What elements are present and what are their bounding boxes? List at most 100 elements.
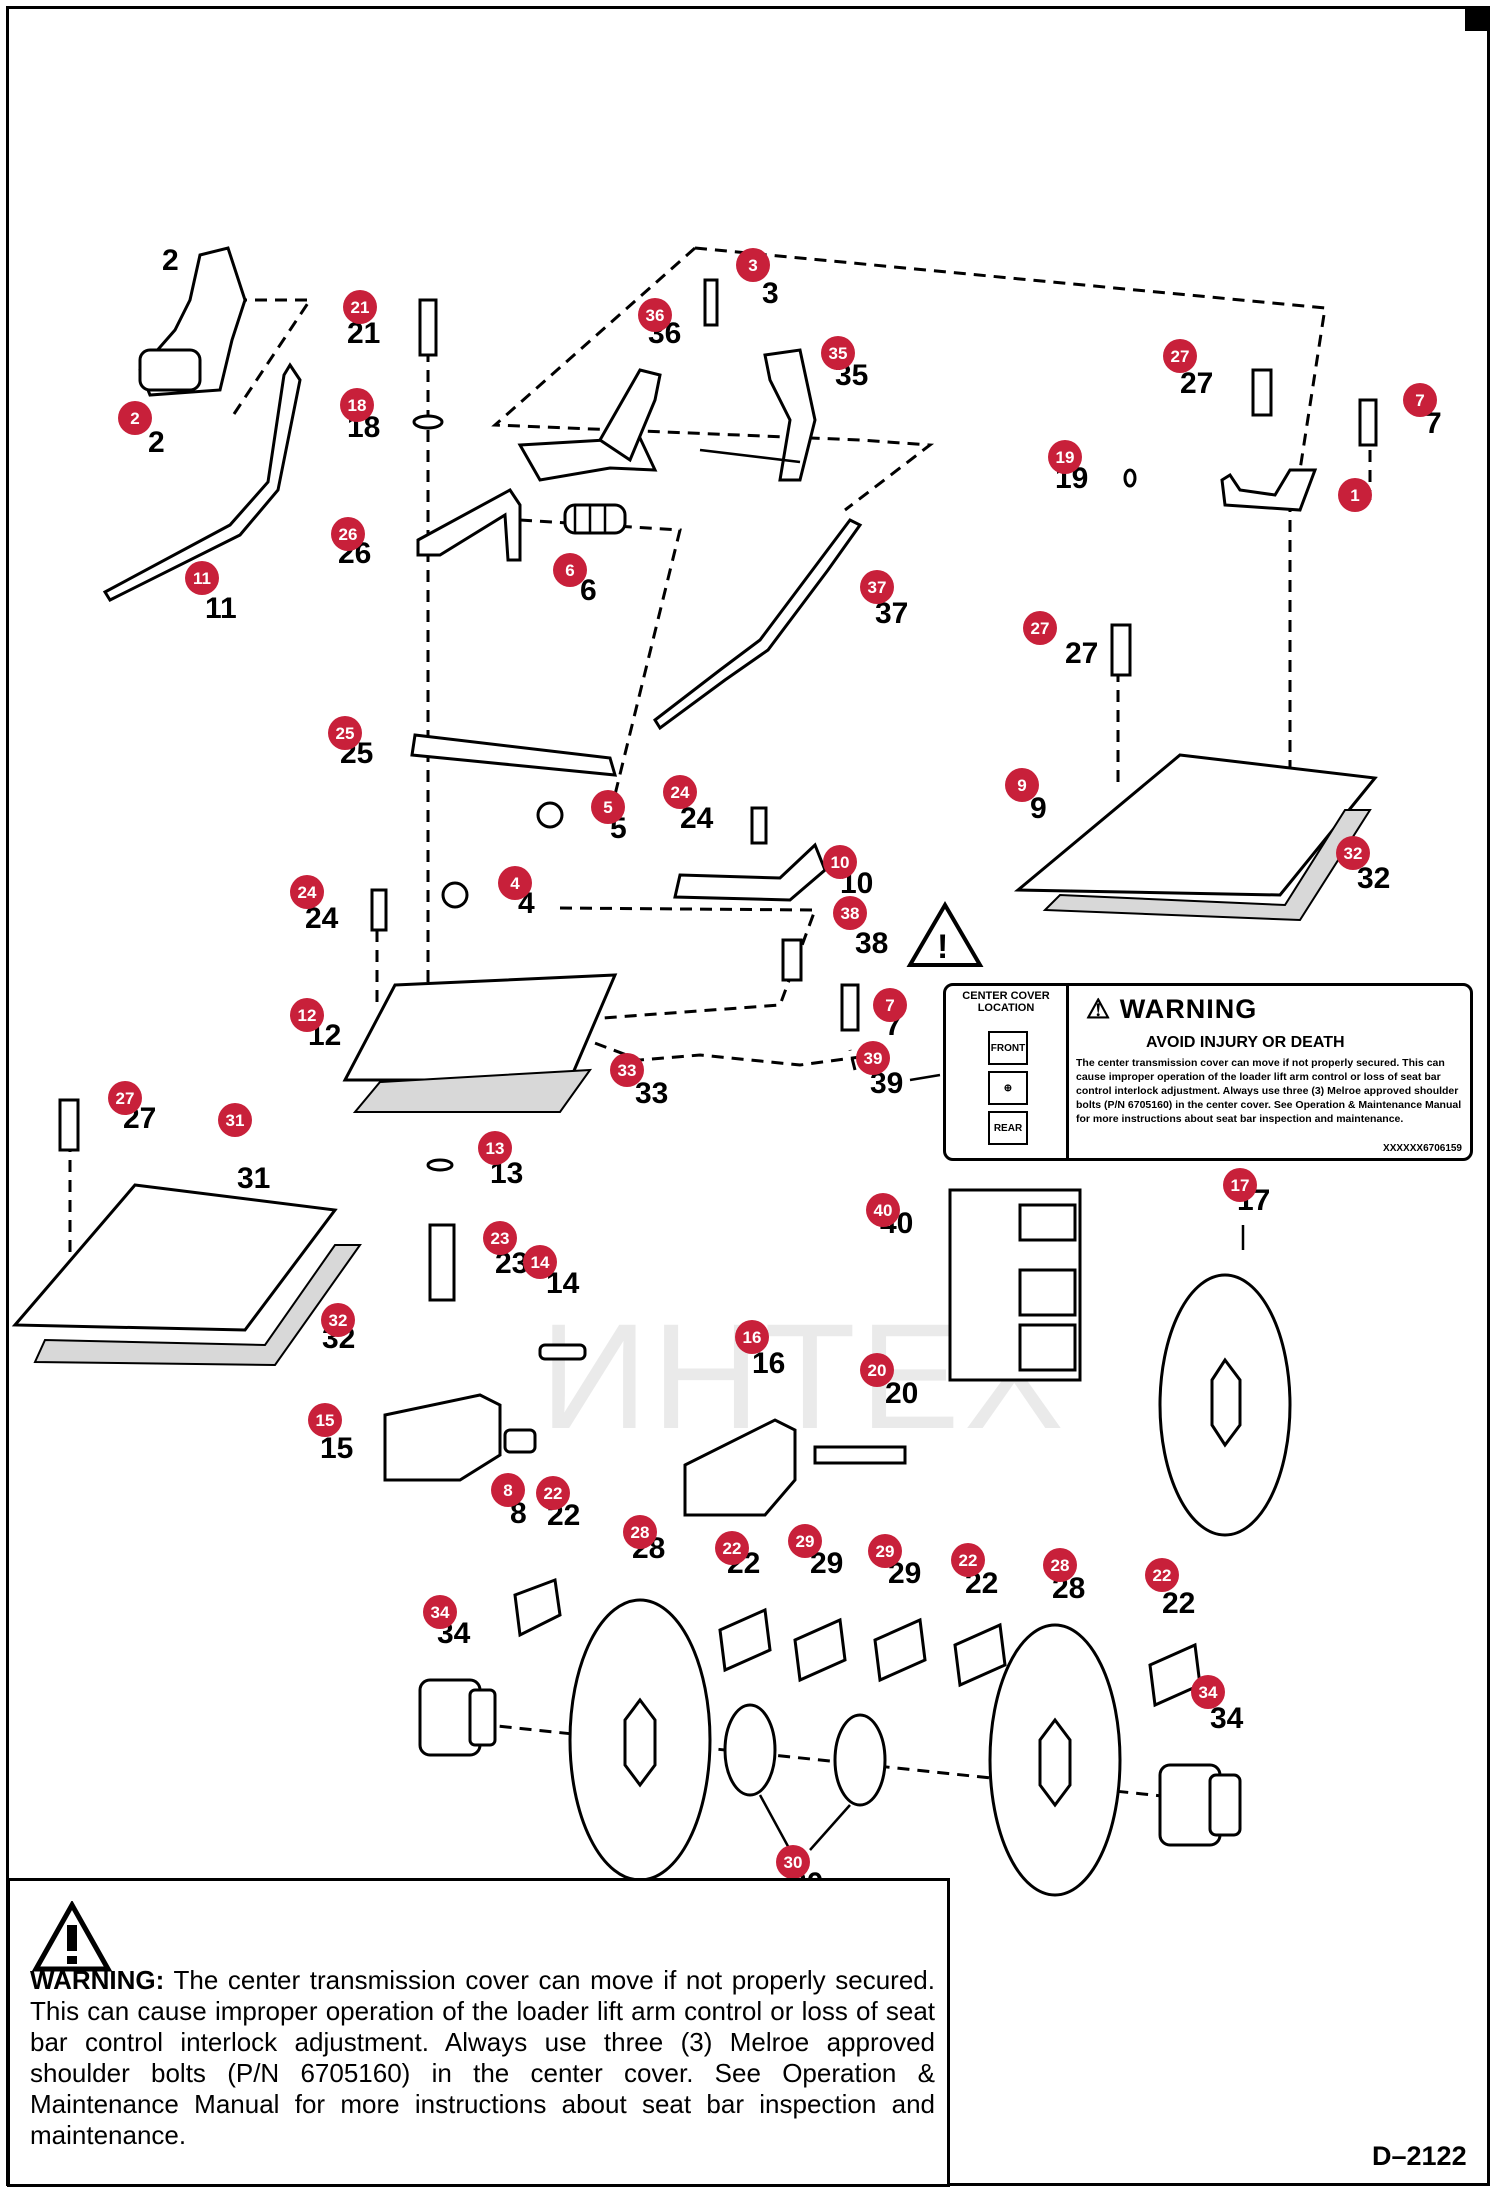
svg-text:38: 38 [841,904,860,923]
callout-6: 6 [553,553,587,587]
callout-14: 14 [523,1245,557,1279]
callout-5: 5 [591,790,625,824]
callout-20: 20 [860,1353,894,1387]
svg-text:31: 31 [226,1111,245,1130]
part-bushing-8 [503,1428,537,1454]
callout-16: 16 [735,1320,769,1354]
svg-text:11: 11 [193,569,211,588]
callout-27a: 27 [1163,339,1197,373]
part-spacer-22c [953,1622,1007,1688]
callout-15: 15 [308,1403,342,1437]
callout-34a: 34 [423,1595,457,1629]
svg-text:23: 23 [491,1229,510,1248]
part-spacer-29b [873,1617,927,1683]
corner-mark [1465,9,1487,31]
callout-21: 21 [343,290,377,324]
svg-text:19: 19 [1056,448,1075,467]
part-nut-5 [536,801,564,829]
part-washer-19 [1123,468,1137,488]
part-spacer-22b [718,1607,772,1673]
callout-32b: 32 [321,1303,355,1337]
leader-30b [809,1804,851,1851]
svg-text:28: 28 [1051,1556,1070,1575]
part-control-rod [102,362,302,602]
warning-label: WARNING: [30,1965,165,1995]
callout-8: 8 [491,1473,525,1507]
part-block-16 [683,1418,797,1517]
part-washer-13 [426,1158,454,1172]
part-bracket-10 [673,842,827,902]
callout-39: 39 [856,1041,890,1075]
part-bolt-27c [58,1098,80,1152]
leader-39 [909,1073,941,1082]
svg-text:40: 40 [874,1201,893,1220]
callout-33: 33 [610,1053,644,1087]
svg-text:32: 32 [329,1311,348,1330]
svg-text:14: 14 [531,1253,550,1272]
part-gasket-32b [33,1244,362,1367]
part-bolt-27b [1110,623,1132,677]
part-bearing-34a [418,1678,497,1757]
warning-triangle-icon [906,901,984,967]
warning-box: WARNING: The center transmission cover c… [7,1878,950,2187]
part-spacer-22a [513,1577,562,1638]
part-disc-17-hex [1210,1357,1242,1448]
label-2-top: 2 [162,244,179,277]
svg-text:24: 24 [671,783,690,802]
decal-front-box: FRONT [988,1031,1028,1065]
label-33: 33 [635,1077,668,1110]
callout-36: 36 [638,298,672,332]
svg-text:10: 10 [831,853,850,872]
callout-17: 17 [1223,1168,1257,1202]
part-link-25 [410,733,618,777]
svg-text:18: 18 [348,396,367,415]
leader-30a [758,1794,792,1851]
callout-7a: 7 [1403,383,1437,417]
svg-text:29: 29 [876,1542,895,1561]
callout-28a: 28 [623,1515,657,1549]
part-gasket-32a [1042,809,1372,922]
callout-34b: 34 [1191,1675,1225,1709]
warning-decal: CENTER COVER LOCATION FRONT ⊕ REAR ⚠ WAR… [943,983,1473,1161]
part-disc-28b-hex [1038,1717,1072,1808]
part-block-15 [383,1393,502,1482]
callout-37: 37 [860,570,894,604]
callout-31: 31 [218,1103,252,1137]
label-27b: 27 [1065,637,1098,670]
warning-icon [32,1901,112,1972]
decal-location-title: CENTER COVER LOCATION [962,990,1050,1014]
part-disc-28a-hex [623,1697,657,1788]
callout-25: 25 [328,716,362,750]
part-instruction-card-40 [948,1188,1082,1382]
svg-text:8: 8 [503,1481,512,1500]
assembly-line-top [694,246,1327,471]
callout-1: 1 [1338,478,1372,512]
callout-10: 10 [823,845,857,879]
part-nut-4 [441,881,469,909]
svg-text:2: 2 [130,409,139,428]
assembly-line-spring [519,518,682,816]
decal-part-code: XXXXXX6706159 [1383,1143,1462,1154]
part-number-labels: 2 2 11 21 18 26 6 3 36 35 37 25 5 4 24 2… [123,244,1442,1900]
part-bracket-1 [1220,468,1318,512]
part-cover-9 [1013,753,1378,897]
part-cover-12 [342,973,618,1082]
callout-22b: 22 [715,1531,749,1565]
callout-27c: 27 [108,1081,142,1115]
label-15: 15 [320,1432,353,1465]
callout-38: 38 [833,896,867,930]
decal-rear-box: REAR [988,1111,1028,1145]
part-bolt-7b [840,983,860,1032]
label-7a: 7 [1425,407,1442,440]
callout-40: 40 [866,1193,900,1227]
svg-text:28: 28 [631,1523,650,1542]
callout-22c: 22 [951,1543,985,1577]
part-bolt-27a [1251,368,1273,417]
svg-text:29: 29 [796,1532,815,1551]
part-ring-30b [833,1713,887,1807]
svg-text:7: 7 [885,996,894,1015]
svg-text:20: 20 [868,1361,887,1380]
svg-text:15: 15 [316,1411,335,1430]
decal-subheading: AVOID INJURY OR DEATH [1146,1034,1345,1051]
svg-text:35: 35 [829,344,848,363]
